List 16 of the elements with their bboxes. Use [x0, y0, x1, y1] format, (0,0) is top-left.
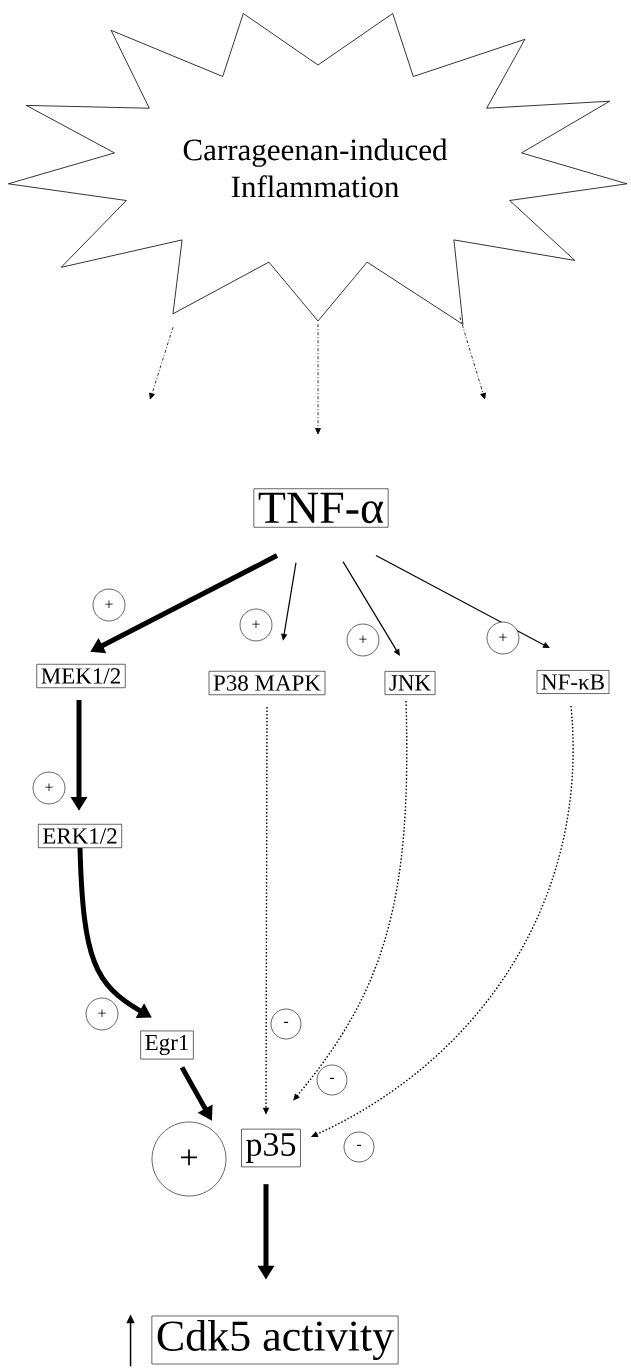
arrow: [281, 562, 297, 641]
label-box: MEK1/2: [36, 664, 126, 689]
label-box: Cdk5 activity: [151, 1315, 399, 1365]
label-box: ERK1/2: [38, 824, 122, 849]
label-box: NF-κB: [536, 670, 610, 694]
label-box: TNF-α: [253, 488, 389, 528]
label-box: Egr1: [140, 1030, 194, 1060]
arrow: [293, 700, 408, 1101]
arrow: [342, 561, 400, 656]
arrow: [459, 316, 486, 400]
arrow: [315, 323, 321, 435]
label-box: p35: [241, 1128, 301, 1168]
arrow: [149, 326, 174, 400]
arrow: [375, 555, 550, 649]
label-box: JNK: [384, 671, 436, 695]
label-box: P38 MAPK: [208, 670, 326, 696]
